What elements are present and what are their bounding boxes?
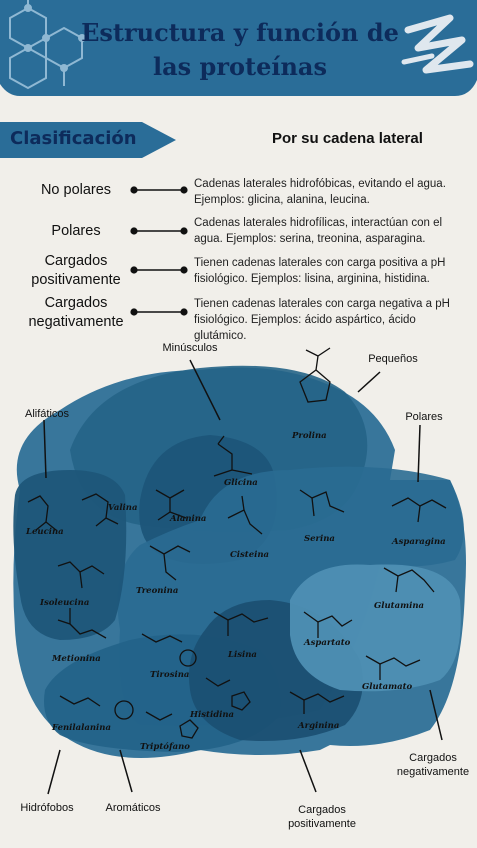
page-title: Estructura y función de las proteínas: [60, 16, 420, 84]
aa-triptofano: Triptófano: [140, 742, 190, 752]
aa-alanina: Alanina: [170, 514, 207, 524]
aa-glutamina: Glutamina: [374, 601, 425, 611]
title-line-2: las proteínas: [153, 52, 327, 81]
aa-leucina: Leucina: [26, 527, 64, 537]
aa-serina: Serina: [304, 534, 335, 544]
aa-glutamato: Glutamato: [362, 682, 413, 692]
callout-hidrofobos: Hidrófobos: [20, 802, 74, 814]
aa-cisteina: Cisteina: [230, 550, 270, 560]
region-alifaticos: [13, 470, 127, 640]
callout-alifaticos: Alifáticos: [24, 408, 70, 420]
callout-minusculos: Minúsculos: [162, 342, 218, 354]
aa-arginina: Arginina: [298, 721, 340, 731]
aa-asparagina: Asparagina: [392, 537, 446, 547]
section-subtitle: Por su cadena lateral: [272, 130, 423, 147]
aa-treonina: Treonina: [136, 586, 179, 596]
region-cargados-negativamente: [290, 564, 461, 692]
category-description: Cadenas laterales hidrofóbicas, evitando…: [194, 178, 446, 206]
protein-ribbon-icon: [401, 14, 474, 74]
section-banner: Clasificación: [10, 128, 137, 149]
callout-pequenos: Pequeños: [368, 353, 418, 365]
title-line-1: Estructura y función de: [81, 18, 399, 47]
connector-lines: [130, 186, 188, 316]
aa-tirosina: Tirosina: [150, 670, 190, 680]
callout-cargados-negativamente: Cargados negativamente: [396, 752, 470, 778]
aa-histidina: Histidina: [190, 710, 235, 720]
category-description: Cadenas laterales hidrofílicas, interact…: [194, 217, 443, 245]
molecule-sketches: [27, 347, 447, 739]
header: Estructura y función de las proteínas: [0, 0, 477, 96]
category-label-cargados-positivamente: Cargados positivamente: [31, 253, 121, 288]
category-label-polares: Polares: [51, 223, 101, 239]
category-label-cargados-negativamente: Cargados negativamente: [28, 295, 124, 330]
aa-lisina: Lisina: [228, 650, 257, 660]
category-description: Tienen cadenas laterales con carga negat…: [194, 298, 450, 342]
category-label-no-polares: No polares: [40, 182, 112, 198]
header-decoration: [0, 0, 477, 96]
aa-isoleucina: Isoleucina: [40, 598, 90, 608]
category-description: Tienen cadenas laterales con carga posit…: [194, 257, 446, 285]
callout-polares: Polares: [405, 411, 443, 423]
aa-aspartato: Aspartato: [304, 638, 351, 648]
aa-prolina: Prolina: [292, 431, 327, 441]
aa-valina: Valina: [108, 503, 138, 513]
section-banner-shape: [0, 122, 176, 158]
callout-cargados-positivamente: Cargados positivamente: [288, 804, 356, 830]
molecule-network-icon: [9, 0, 86, 90]
aa-fenilalanina: Fenilalanina: [52, 723, 111, 733]
aa-metionina: Metionina: [52, 654, 101, 664]
amino-acid-venn-diagram: [13, 347, 466, 795]
aa-glicina: Glicina: [224, 478, 258, 488]
callout-aromaticos: Aromáticos: [105, 802, 161, 814]
